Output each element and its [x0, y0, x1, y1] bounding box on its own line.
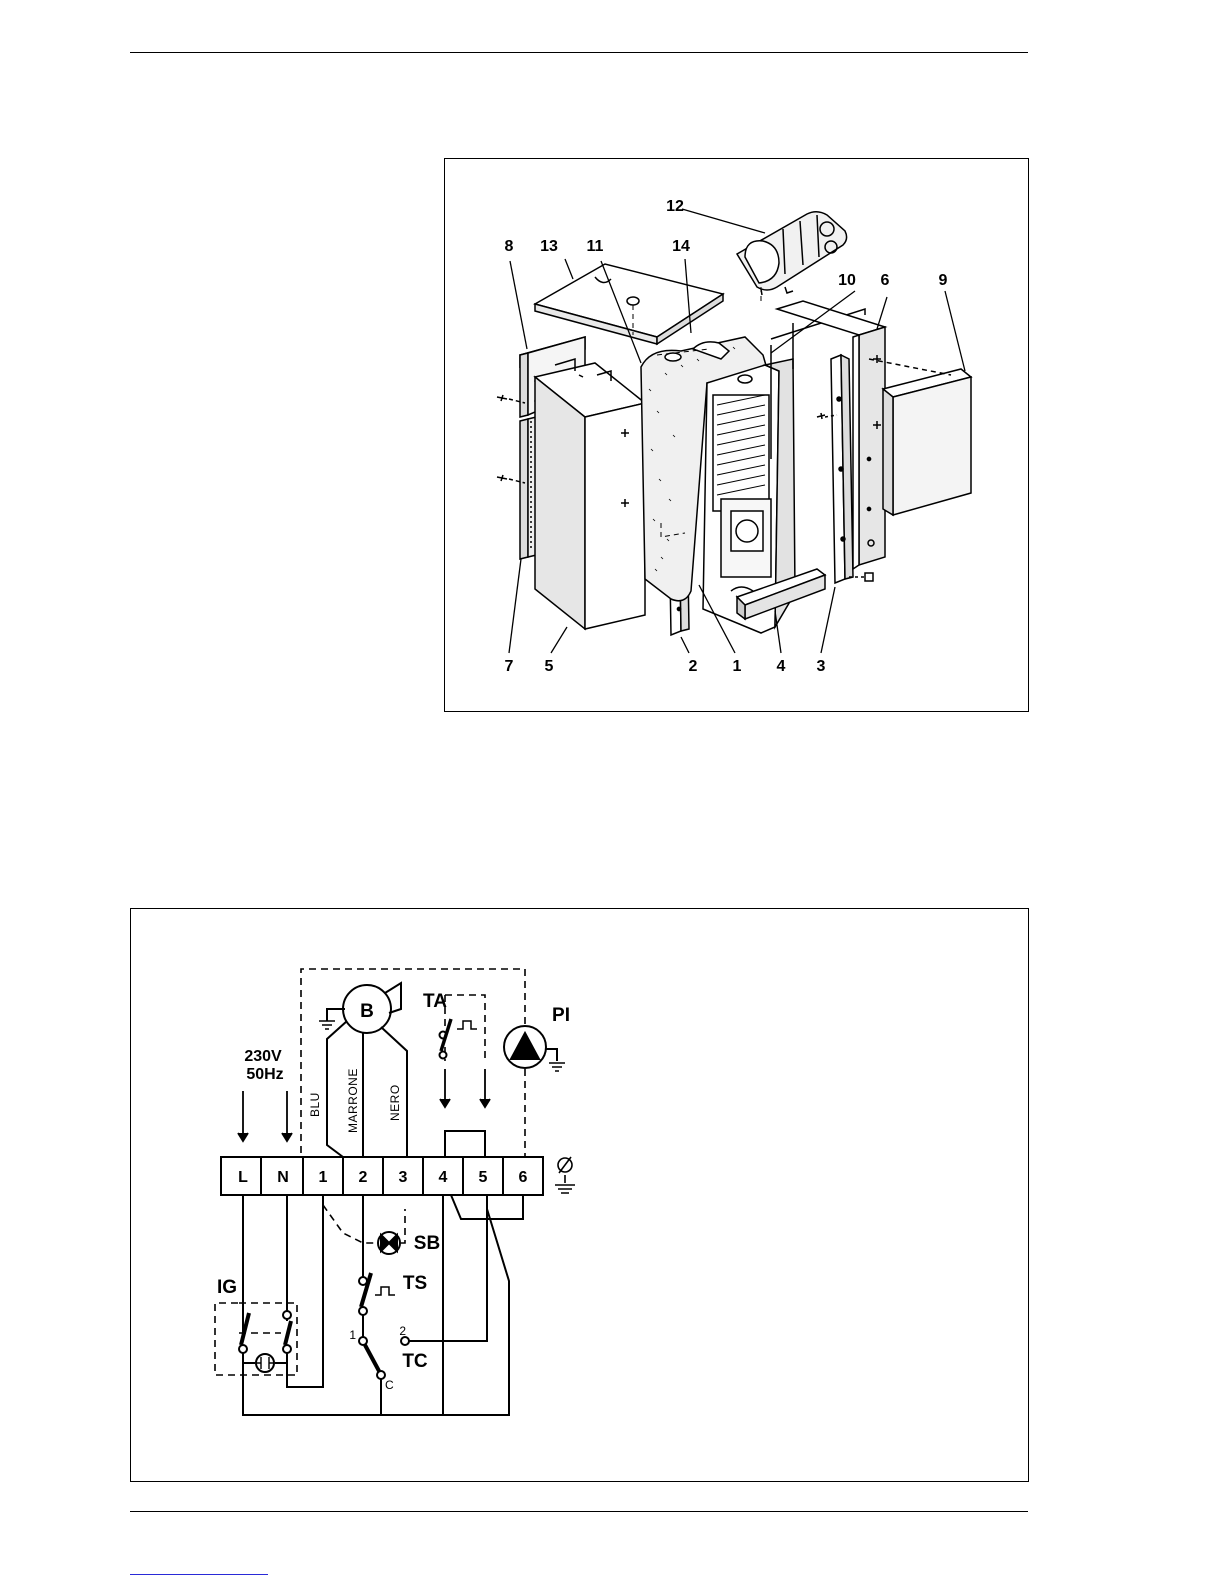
- terminal-1: 1: [319, 1169, 328, 1186]
- terminal-4: 4: [439, 1169, 448, 1186]
- front-panel: [535, 359, 645, 629]
- circulator-pump: [504, 1026, 565, 1071]
- terminal-6: 6: [519, 1169, 528, 1186]
- supply-arrows: [238, 1091, 292, 1141]
- wiring-diagram-figure: B TA PI SB TS TC IG 230V 50Hz L N 1 2 3 …: [130, 908, 1029, 1482]
- callout-11: 11: [587, 238, 604, 255]
- wire-label-marrone: MARRONE: [346, 1068, 360, 1133]
- callout-8: 8: [505, 238, 514, 255]
- callout-3: 3: [817, 658, 826, 675]
- wire-label-nero: NERO: [388, 1084, 402, 1121]
- ta-arrows: [440, 1069, 490, 1107]
- terminal-3: 3: [399, 1169, 408, 1186]
- tc-contact-1: 1: [349, 1328, 356, 1342]
- rear-strip-right: [831, 355, 853, 583]
- wiring-diagram-drawing: B TA PI SB TS TC IG 230V 50Hz L N 1 2 3 …: [131, 909, 1028, 1481]
- label-frequency: 50Hz: [246, 1066, 283, 1083]
- terminal-N: N: [277, 1169, 289, 1186]
- callout-10: 10: [838, 272, 856, 289]
- label-main-switch: IG: [217, 1277, 237, 1298]
- control-panel: [737, 212, 847, 295]
- safety-and-boiler-thermostat: [359, 1195, 487, 1415]
- callout-5: 5: [545, 658, 554, 675]
- callout-13: 13: [540, 238, 558, 255]
- callout-14: 14: [672, 238, 690, 255]
- footer-link-underline: [130, 1574, 268, 1575]
- tc-contact-c: C: [385, 1378, 394, 1392]
- terminal-5: 5: [479, 1169, 488, 1186]
- terminal-block: [221, 1157, 543, 1195]
- terminal-2: 2: [359, 1169, 368, 1186]
- tc-contact-2: 2: [399, 1324, 406, 1338]
- callout-4: 4: [777, 658, 786, 675]
- lockout-lamp: [378, 1232, 400, 1254]
- terminal-L: L: [238, 1169, 248, 1186]
- exploded-view-figure: 12 8 13 11 14 10 6 9 7 5 2 1 4 3: [444, 158, 1029, 712]
- callout-9: 9: [939, 272, 948, 289]
- label-safety-thermostat: TS: [403, 1273, 427, 1294]
- label-pump: PI: [552, 1005, 570, 1026]
- main-switch: [239, 1311, 291, 1372]
- exploded-view-drawing: 12 8 13 11 14 10 6 9 7 5 2 1 4 3: [445, 159, 1028, 711]
- label-burner: B: [360, 1001, 374, 1022]
- earth-terminal: [555, 1157, 575, 1193]
- footer-rule: [130, 1511, 1028, 1512]
- label-boiler-thermostat: TC: [402, 1351, 428, 1372]
- supply-wiring: [243, 1195, 509, 1415]
- label-lockout-lamp: SB: [414, 1233, 440, 1254]
- label-voltage: 230V: [244, 1048, 282, 1065]
- callout-6: 6: [881, 272, 890, 289]
- callout-12: 12: [666, 198, 684, 215]
- header-rule: [130, 52, 1028, 53]
- label-room-thermostat: TA: [423, 991, 447, 1012]
- callout-1: 1: [733, 658, 742, 675]
- callout-2: 2: [689, 658, 698, 675]
- wire-label-blu: BLU: [308, 1092, 322, 1117]
- callout-7: 7: [505, 658, 514, 675]
